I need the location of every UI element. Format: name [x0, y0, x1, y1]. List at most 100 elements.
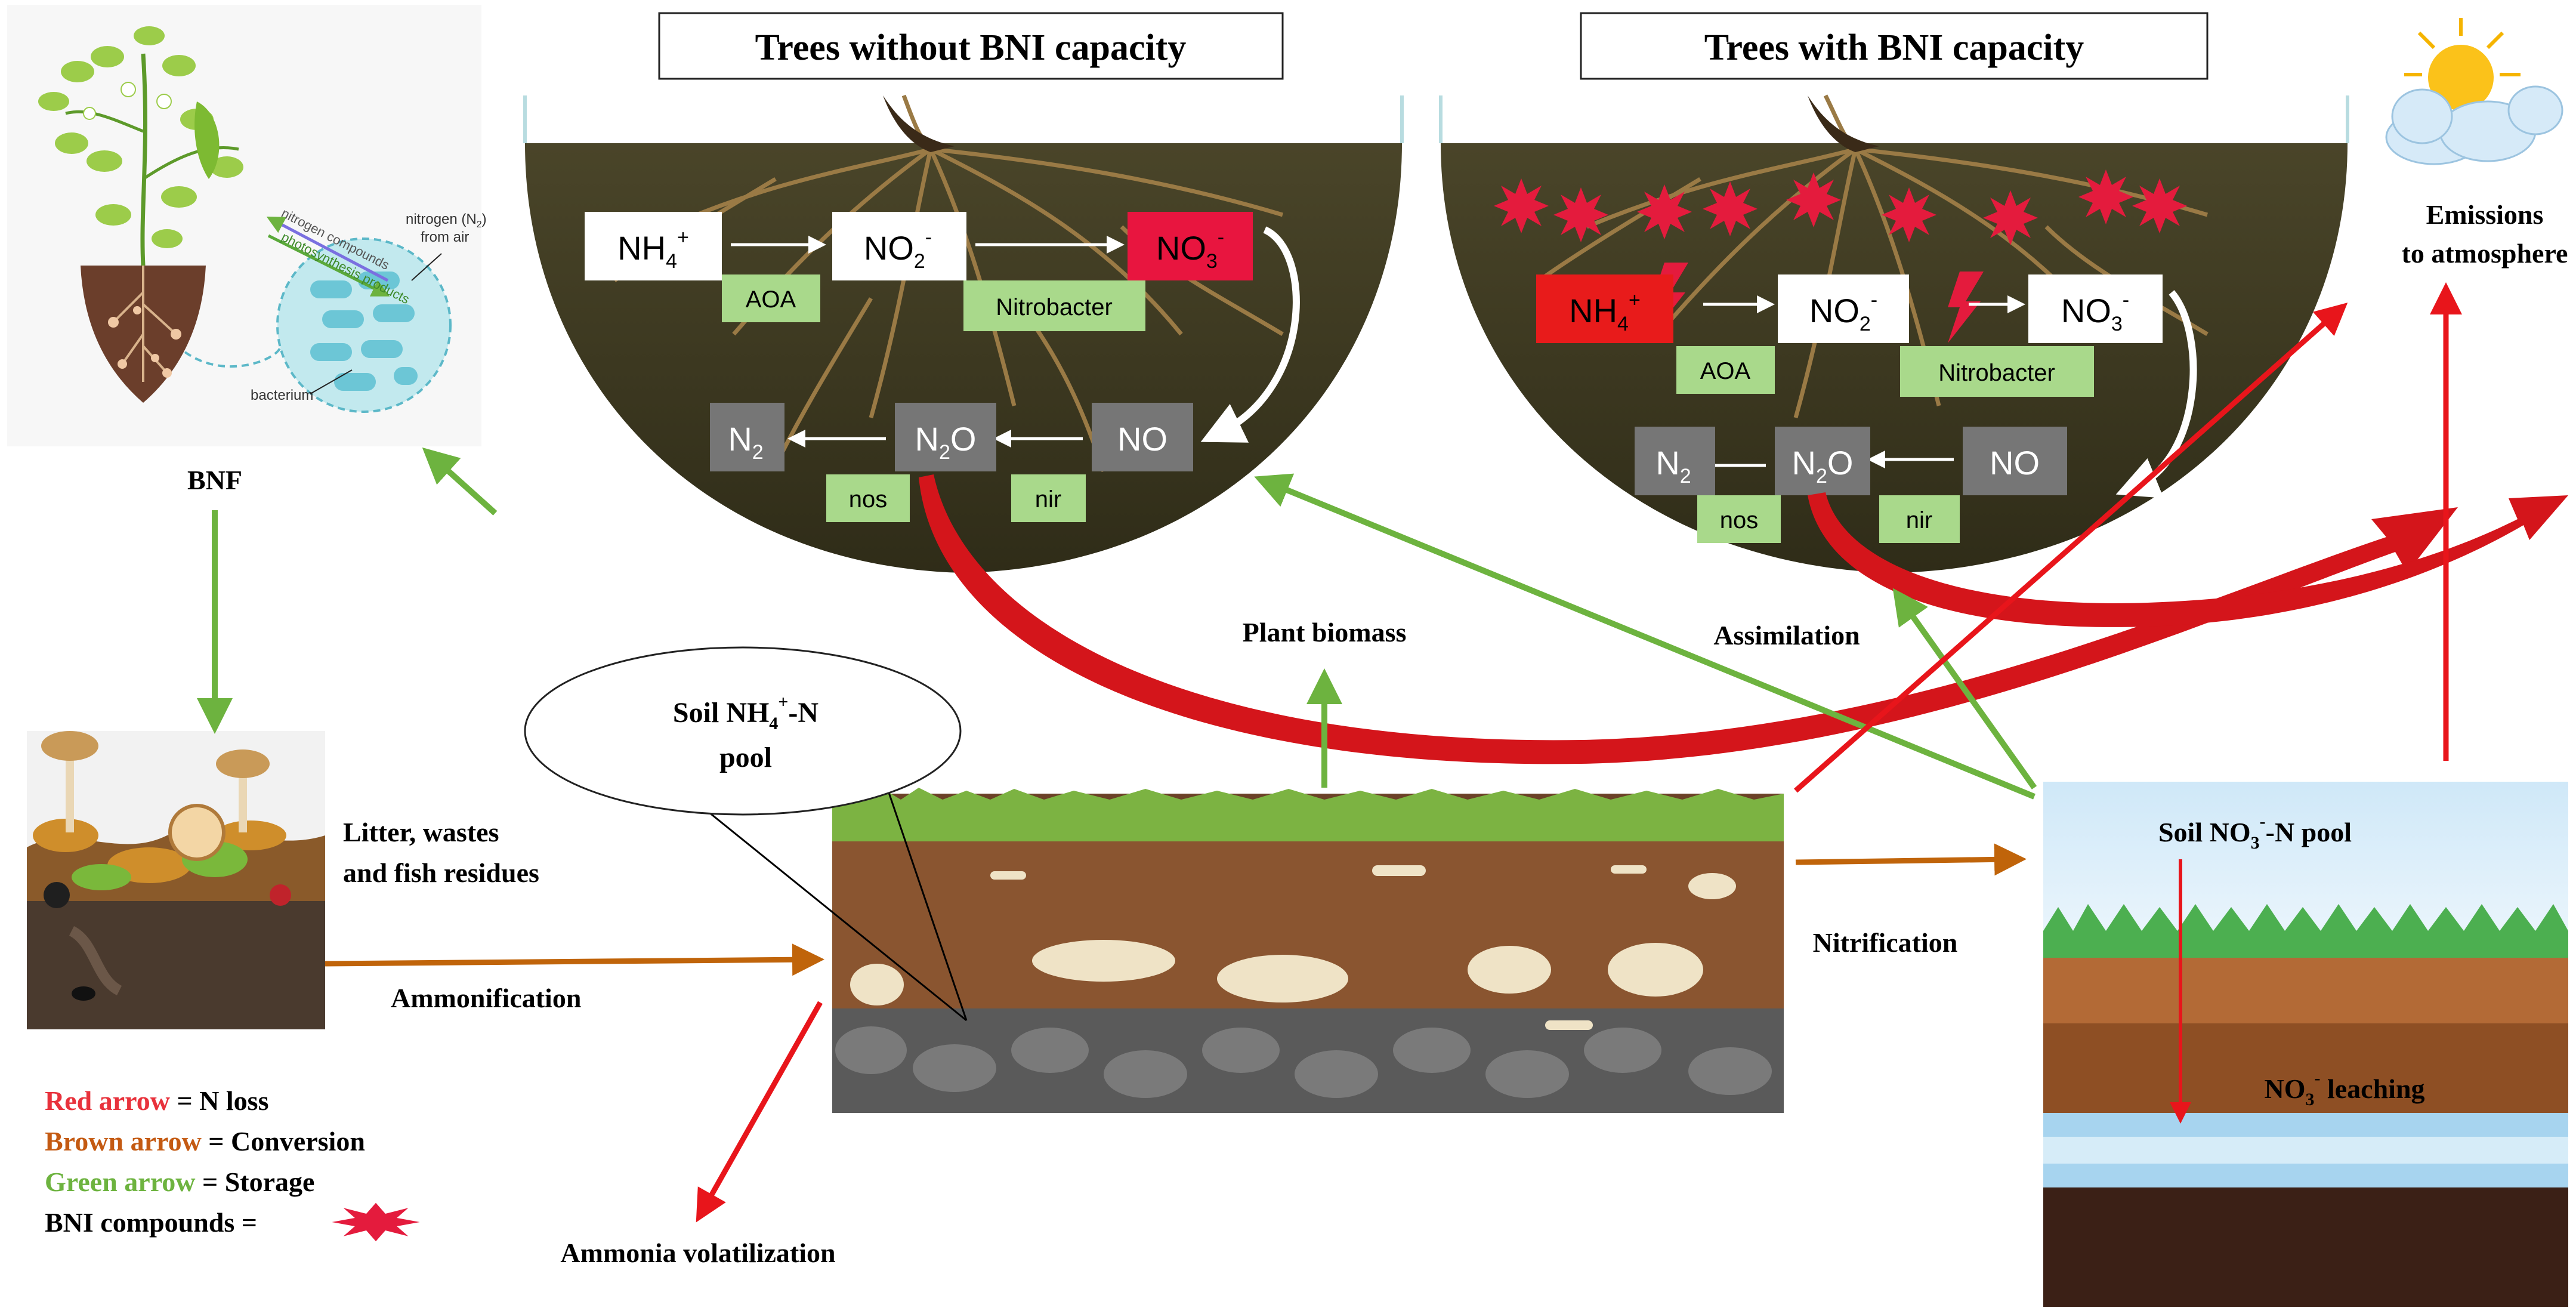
litter-label-line1: Litter, wastes [343, 817, 499, 847]
legend-background [27, 1059, 504, 1298]
assimilation-arrow-left [1254, 473, 2036, 800]
n2o-box [895, 403, 996, 471]
no3-label: NO3- [1156, 226, 1224, 273]
air-pointer-line [411, 253, 442, 281]
nir-box [1011, 474, 1086, 522]
nitrobacter-box-right [1900, 346, 2094, 397]
no-box-right [1963, 427, 2067, 495]
emissions-label-line1: Emissions [2426, 199, 2544, 230]
nos-label-right: nos [1720, 507, 1759, 533]
no3-box-right [2028, 274, 2163, 343]
emissions-label-line2: to atmosphere [2402, 238, 2568, 269]
nh4-label: NH4+ [617, 226, 689, 273]
n2-box [710, 403, 784, 471]
ammonification-arrow [325, 943, 824, 976]
legend: Red arrow = N loss Brown arrow = Convers… [27, 1059, 504, 1298]
nos-box-right [1697, 495, 1781, 543]
soil-nh4-pool-callout: Soil NH4+-N pool [524, 646, 968, 1022]
nir-box-right [1879, 495, 1960, 543]
bnf-label: BNF [187, 465, 242, 495]
bacterium-label: bacterium [251, 387, 313, 403]
soil-nh4-pool-label-line2: pool [719, 742, 772, 773]
aoa-label-right: AOA [1700, 358, 1751, 384]
n2o-label-right: N2O [1792, 444, 1854, 488]
sun-cloud-icon [2385, 18, 2563, 165]
nitrobacter-box [963, 280, 1145, 331]
n2-box-right [1635, 427, 1715, 495]
bni-compound-icon [1553, 187, 1608, 242]
nir-label-right: nir [1906, 507, 1932, 533]
n2o-label: N2O [915, 420, 977, 464]
ladybug-icon [270, 884, 291, 906]
aoa-box-right [1676, 346, 1775, 394]
nh4-label-right: NH4+ [1569, 289, 1641, 335]
beetle-icon [44, 882, 70, 908]
nitrification-arrow [1795, 843, 2027, 876]
bni-compound-icon [1703, 181, 1758, 236]
soil-nh4-pool-label-line1: Soil NH4+-N [673, 692, 818, 733]
nitrobacter-label: Nitrobacter [996, 294, 1113, 320]
bni-compound-icon [1637, 184, 1692, 239]
no3-box-highlighted [1128, 212, 1253, 280]
fossil-bones-icon [850, 865, 1736, 1030]
soil-bowl-without-bni [504, 90, 1420, 585]
bacterium-pointer-line [310, 369, 353, 394]
title-with-bni: Trees with BNI capacity [1704, 27, 2084, 68]
cycle-with-bni: NH4+ NO2- NO3- AOA Nitrobacter NO N2O N2… [1536, 274, 2197, 543]
bni-compound-icon [1786, 172, 1841, 227]
root-nodules-icon [108, 306, 181, 378]
arrow-no3-to-no [1200, 226, 1300, 443]
nos-box [826, 474, 910, 522]
soil-no3-pool-panel: Soil NO3--N pool NO3- leaching [2043, 782, 2568, 1307]
bni-compound-icon [1983, 190, 2038, 245]
nos-label: nos [849, 486, 888, 513]
nh4-box [585, 212, 722, 280]
no-box [1092, 403, 1193, 471]
bni-compound-icon [1882, 187, 1936, 242]
mushroom-icon [41, 731, 270, 832]
bnf-inset: nitrogen compounds photosynthesis produc… [7, 5, 487, 446]
nitrogen-compounds-arrow [266, 217, 389, 282]
legend-red-row: Red arrow = N loss [45, 1085, 268, 1116]
title-without-bni: Trees without BNI capacity [755, 27, 1187, 68]
bacteria-icon [310, 272, 418, 391]
soil-no3-pool-label: Soil NO3--N pool [2158, 812, 2352, 853]
n2o-box-right [1775, 427, 1870, 495]
no-label: NO [1117, 420, 1167, 458]
nh4-box-highlighted [1536, 274, 1673, 343]
no3-leaching-label: NO3- leaching [2264, 1068, 2424, 1109]
n2-label: N2 [728, 420, 763, 464]
legend-bni-compound-icon [332, 1202, 420, 1242]
litter-label-line2: and fish residues [343, 857, 539, 888]
bni-compound-icon [2078, 169, 2133, 224]
ant-icon [72, 986, 95, 1001]
photosynthesis-products-arrow [267, 234, 390, 297]
legend-green-row: Green arrow = Storage [45, 1167, 314, 1197]
plant-biomass-label: Plant biomass [1243, 617, 1407, 647]
n2-label-right: N2 [1655, 444, 1691, 488]
bni-compound-icon [1494, 178, 1549, 233]
bni-compound-icon [2132, 178, 2187, 233]
bni-inhibition-bolt-icon [1948, 272, 1984, 343]
nitrogen-from-air-label: nitrogen (N2) [406, 211, 487, 230]
aoa-label: AOA [746, 286, 796, 313]
snail-icon [168, 804, 226, 861]
aoa-box [722, 274, 820, 322]
nitrification-label: Nitrification [1813, 927, 1958, 958]
litter-illustration [27, 731, 325, 1029]
ammonification-label: Ammonification [391, 983, 581, 1013]
emissions-arrow-from-soil [1794, 303, 2348, 793]
from-air-label: from air [421, 229, 469, 245]
nodule-link-line [184, 346, 282, 368]
soil-profile-center [832, 788, 1784, 1113]
assimilation-arrow-right [1892, 588, 2037, 789]
nitrobacter-label-right: Nitrobacter [1938, 360, 2055, 386]
storage-to-bnf-arrow [422, 447, 498, 516]
title-box-with-bni: Trees with BNI capacity [1580, 12, 2209, 80]
no3-label-right: NO3- [2061, 289, 2129, 335]
pea-plant-icon [38, 26, 243, 266]
no2-box-right [1778, 274, 1909, 343]
assimilation-label: Assimilation [1713, 620, 1860, 650]
cycle-without-bni: NH4+ NO2- NO3- AOA Nitrobacter NO N2O N2… [585, 212, 1300, 522]
